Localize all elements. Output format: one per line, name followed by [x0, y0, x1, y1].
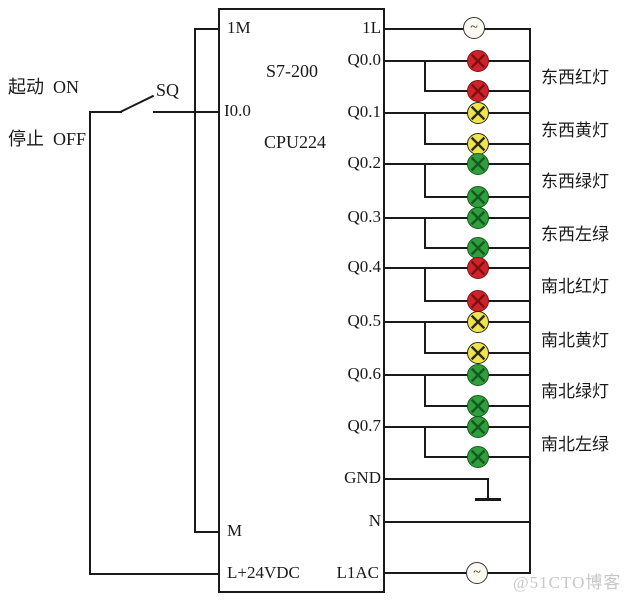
wire-gnd-row — [378, 478, 489, 480]
pin-1m-label: 1M — [227, 18, 251, 37]
lamp-group-label: 东西红灯 — [541, 68, 609, 87]
plc-model-label: S7-200 — [266, 61, 319, 81]
wire-main-row-Q0.4 — [378, 267, 531, 269]
lamp-group-label: 东西左绿 — [541, 225, 609, 244]
lamp-yellow-icon — [467, 133, 489, 155]
pin-q01-label: Q0.1 — [347, 102, 381, 121]
wire-i00 — [153, 111, 225, 113]
ac-source-top-icon: ~ — [463, 17, 485, 39]
plc-box — [218, 8, 385, 593]
wire-main-row-Q0.7 — [378, 426, 531, 428]
lamp-green-icon — [467, 446, 489, 468]
watermark: @51CTO博客 — [513, 573, 622, 592]
wire-1l-row — [378, 28, 531, 30]
ac-source-bottom-icon: ~ — [466, 562, 488, 584]
lamp-yellow-icon — [467, 342, 489, 364]
wire-main-row-Q0.5 — [378, 321, 531, 323]
lamp-group-label: 东西黄灯 — [541, 121, 609, 140]
wire-branch-Q0.7 — [424, 427, 426, 457]
wire-n-row — [378, 521, 531, 523]
lamp-green-icon — [467, 186, 489, 208]
wire-main-row-Q0.2 — [378, 163, 531, 165]
pin-q04-label: Q0.4 — [347, 257, 381, 276]
pin-q06-label: Q0.6 — [347, 364, 381, 383]
lamp-green-icon — [467, 416, 489, 438]
pin-i00-label: I0.0 — [224, 101, 251, 120]
wire-l1ac-row — [378, 572, 531, 574]
pin-q03-label: Q0.3 — [347, 207, 381, 226]
stop-off-label: 停止 OFF — [8, 129, 87, 149]
lamp-group-label: 南北黄灯 — [541, 331, 609, 350]
lamp-red-icon — [467, 257, 489, 279]
wire-main-row-Q0.1 — [378, 112, 531, 114]
lamp-red-icon — [467, 50, 489, 72]
lamp-green-icon — [467, 364, 489, 386]
lamp-green-icon — [467, 153, 489, 175]
wire-1m-to-m-vertical — [194, 28, 196, 533]
pin-1l-label: 1L — [362, 18, 381, 37]
wire-switch-left — [89, 111, 122, 113]
wire-branch-Q0.4 — [424, 268, 426, 301]
plc-cpu-label: CPU224 — [264, 132, 327, 152]
lamp-red-icon — [467, 80, 489, 102]
switch-sq-label: SQ — [156, 80, 180, 100]
lamp-green-icon — [467, 207, 489, 229]
lamp-group-label: 南北左绿 — [541, 435, 609, 454]
ground-icon — [475, 498, 501, 501]
pin-l1ac-label: L1AC — [336, 563, 380, 582]
pin-n-label: N — [368, 511, 381, 530]
wire-branch-Q0.5 — [424, 322, 426, 353]
pin-lplus-label: L+24VDC — [227, 563, 300, 582]
lamp-group-label: 东西绿灯 — [541, 172, 609, 191]
lamp-yellow-icon — [467, 102, 489, 124]
lamp-green-icon — [467, 395, 489, 417]
wire-lplus — [89, 573, 225, 575]
wire-m — [194, 531, 225, 533]
lamp-green-icon — [467, 237, 489, 259]
wire-main-row-Q0.3 — [378, 217, 531, 219]
start-on-label: 起动 ON — [8, 77, 79, 97]
ground-drop-wire — [487, 478, 489, 500]
lamp-yellow-icon — [467, 311, 489, 333]
pin-q07-label: Q0.7 — [347, 416, 381, 435]
lamp-group-label: 南北红灯 — [541, 277, 609, 296]
wire-branch-Q0.3 — [424, 218, 426, 248]
wire-branch-Q0.1 — [424, 113, 426, 144]
pin-q05-label: Q0.5 — [347, 311, 381, 330]
switch-blade-icon — [120, 94, 155, 113]
pin-q02-label: Q0.2 — [347, 153, 381, 172]
wire-branch-Q0.6 — [424, 375, 426, 406]
wire-lplus-vertical — [89, 111, 91, 574]
lamp-red-icon — [467, 290, 489, 312]
lamp-group-label: 南北绿灯 — [541, 382, 609, 401]
wire-branch-Q0.0 — [424, 61, 426, 91]
wire-main-row-Q0.0 — [378, 60, 531, 62]
wire-1m — [195, 28, 225, 30]
pin-q00-label: Q0.0 — [347, 50, 381, 69]
wire-branch-Q0.2 — [424, 164, 426, 197]
pin-m-label: M — [227, 521, 243, 540]
pin-gnd-label: GND — [344, 468, 381, 487]
wire-main-row-Q0.6 — [378, 374, 531, 376]
